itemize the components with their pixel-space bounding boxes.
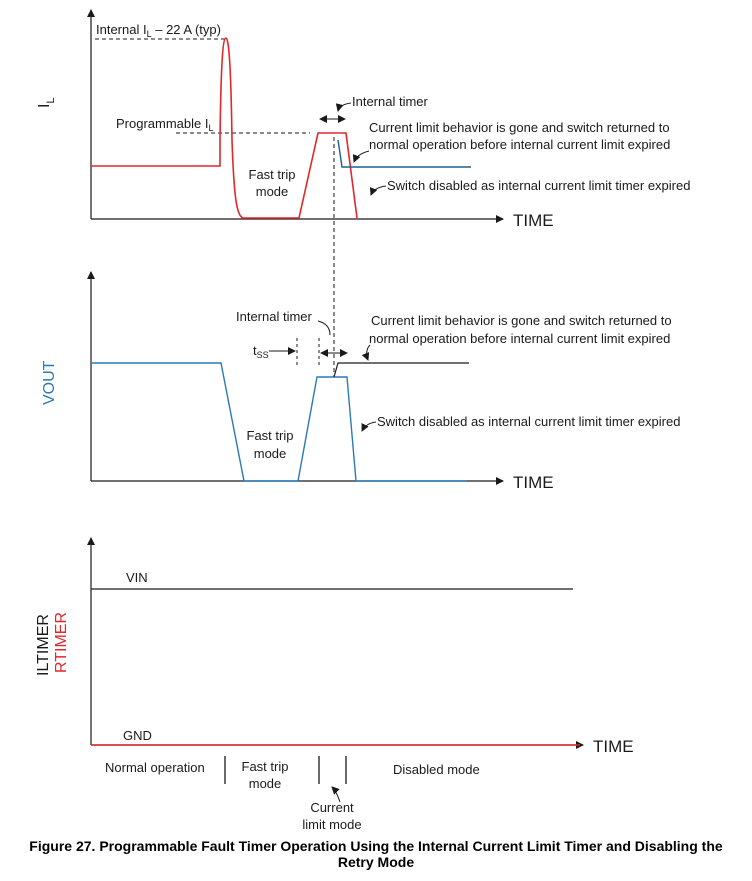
vin-label: VIN — [126, 570, 148, 585]
mode-normal-label: Normal operation — [105, 760, 205, 775]
timer-time-label: TIME — [593, 737, 634, 756]
panel-timer: TIME VIN GND ILTIMER RTIMER — [35, 537, 634, 756]
il-behavior-pointer — [352, 150, 370, 163]
il-disabled-pointer — [369, 185, 387, 196]
il-internal-timer-pointer — [335, 102, 352, 112]
vout-disabled-pointer — [361, 421, 377, 432]
il-fast-trip-label-2: mode — [256, 184, 289, 199]
mode-current-limit-label-2: limit mode — [302, 817, 361, 832]
vout-disabled-label: Switch disabled as internal current limi… — [377, 414, 680, 429]
panel-vout: TIME VOUT Internal timer tSS Fast trip m… — [41, 271, 680, 492]
vout-fast-trip-label-2: mode — [254, 446, 287, 461]
mode-labels: Normal operation Fast trip mode Current … — [105, 756, 480, 832]
mode-fast-trip-label-2: mode — [249, 776, 282, 791]
current-limit-pointer — [331, 786, 341, 803]
il-trace — [91, 37, 358, 219]
rtimer-y-label: RTIMER — [53, 612, 70, 673]
vout-internal-timer-pointer — [317, 320, 331, 336]
vout-behavior-label-1: Current limit behavior is gone and switc… — [371, 313, 672, 328]
il-return-trace — [337, 139, 471, 168]
il-fast-trip-label-1: Fast trip — [249, 167, 296, 182]
il-time-label: TIME — [513, 211, 554, 230]
caption-line-1: Figure 27. Programmable Fault Timer Oper… — [29, 838, 723, 854]
caption-line-2: Retry Mode — [337, 854, 415, 870]
internal-il-label: Internal IL – 22 A (typ) — [96, 22, 221, 39]
tss-label: tSS — [253, 343, 269, 360]
vout-behavior-label-2: normal operation before internal current… — [369, 331, 670, 346]
vout-behavior-pointer — [361, 344, 371, 361]
vout-return-trace — [333, 362, 469, 378]
il-y-label: IL — [36, 97, 57, 108]
il-behavior-label-1: Current limit behavior is gone and switc… — [369, 120, 670, 135]
mode-current-limit-label-1: Current — [310, 800, 354, 815]
panel-il: TIME IL Internal IL – 22 A (typ) Program… — [36, 9, 690, 376]
il-disabled-label: Switch disabled as internal current limi… — [387, 178, 690, 193]
gnd-label: GND — [123, 728, 152, 743]
figure-caption: Figure 27. Programmable Fault Timer Oper… — [0, 838, 752, 870]
vout-trace — [91, 362, 467, 482]
mode-disabled-label: Disabled mode — [393, 762, 480, 777]
vout-internal-timer-label: Internal timer — [236, 309, 313, 324]
programmable-il-label: Programmable IL — [116, 116, 214, 133]
il-behavior-label-2: normal operation before internal current… — [369, 137, 670, 152]
vout-y-label: VOUT — [41, 360, 58, 405]
mode-fast-trip-label-1: Fast trip — [242, 759, 289, 774]
vout-fast-trip-label-1: Fast trip — [247, 428, 294, 443]
vout-time-label: TIME — [513, 473, 554, 492]
il-internal-timer-label: Internal timer — [352, 94, 429, 109]
iltimer-y-label: ILTIMER — [35, 614, 52, 676]
